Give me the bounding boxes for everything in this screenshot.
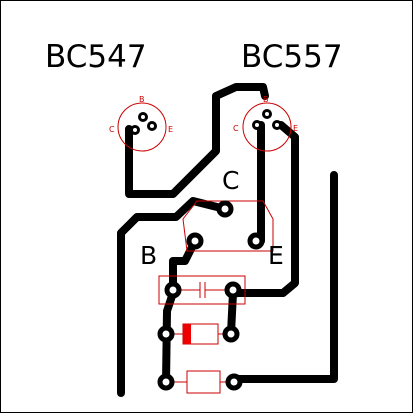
bc557-label-b: B [263,95,269,104]
pad-c [216,200,234,218]
pin-label-e: E [268,241,284,270]
bc547-label-e: E [168,125,173,134]
pin-label-c: C [222,166,239,195]
silkscreen [117,102,292,394]
bc547-pin-b [138,112,148,122]
pad-e [247,232,265,250]
bc547-footprint-outline [117,102,167,152]
pad-capacitor-right [224,281,242,299]
pad-b [186,232,204,250]
trace-bc547-collector [125,83,269,198]
bc547-pin-c [130,125,140,135]
bc547-pin-e [147,121,157,131]
pad-resistor-right [225,373,243,391]
copper-traces [117,83,338,397]
bc557-pin-e [272,120,282,130]
component-pads [157,200,265,391]
bc557-footprint-outline [242,102,292,152]
bc557-label-c: C [233,124,239,133]
bc557-pin-b [262,109,272,119]
pad-diode-right [222,325,240,343]
resistor-outline [186,370,221,394]
bc547-label-b: B [139,95,145,104]
capacitor-outline [158,275,246,305]
bc557-pin-c [252,120,262,130]
pad-diode-left [157,325,175,343]
part-label-bc547: BC547 [45,39,147,75]
diode-polarity-mark [183,324,191,344]
pad-capacitor-left [164,281,182,299]
bc547-label-c: C [109,125,115,134]
pin-label-b: B [140,241,157,270]
part-label-bc557: BC557 [241,39,343,75]
trace-base-left [117,197,229,397]
trace-left-column [162,289,177,387]
transistor-pins [130,109,282,135]
transistor-body-outline [182,200,274,252]
bc557-label-e: E [293,124,298,133]
pad-resistor-left [157,373,175,391]
trace-right-vertical [230,171,338,383]
